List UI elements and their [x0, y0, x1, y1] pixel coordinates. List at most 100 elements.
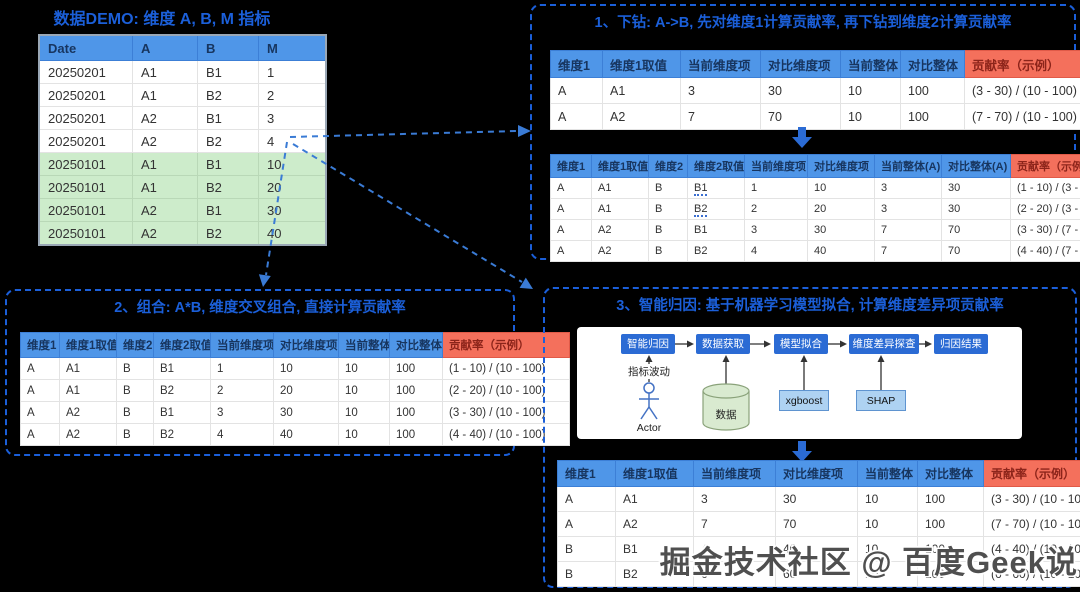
- table-cell: 1: [744, 177, 808, 199]
- table-cell: A: [20, 357, 60, 380]
- table-cell: A: [550, 219, 592, 241]
- actor-icon: [639, 382, 659, 420]
- table-cell: 70: [941, 240, 1011, 262]
- column-header: 维度2取值: [153, 332, 211, 358]
- column-header: 对比整体: [389, 332, 443, 358]
- table-cell: (3 - 30) / (10 - 100): [964, 77, 1080, 104]
- table-cell: B1: [615, 536, 694, 562]
- table-cell: B1: [197, 106, 259, 130]
- table-cell: 100: [900, 77, 965, 104]
- column-header: 当前整体(A): [874, 154, 942, 178]
- column-header: 当前维度项: [693, 460, 776, 487]
- table-cell: 20250201: [38, 106, 133, 130]
- table-cell: A1: [615, 486, 694, 512]
- table-cell: (4 - 40) / (10 - 100): [442, 423, 570, 446]
- table-cell: 100: [389, 379, 443, 402]
- table-cell: 10: [857, 511, 918, 537]
- table-cell: 4: [258, 129, 327, 153]
- table-cell: 70: [941, 219, 1011, 241]
- table-cell: A: [20, 423, 60, 446]
- table-cell: 100: [389, 401, 443, 424]
- table-cell: 10: [338, 401, 390, 424]
- table-cell: 70: [760, 103, 841, 130]
- model-flow-diagram: 智能归因 数据获取 模型拟合 维度差异探查 归因结果 指标波动 Actor 数据…: [577, 327, 1022, 439]
- table-cell: 20250101: [38, 152, 133, 176]
- down-arrow-icon: [791, 441, 813, 463]
- table-cell: 30: [941, 177, 1011, 199]
- table-cell: 2: [210, 379, 274, 402]
- table-cell: 100: [389, 423, 443, 446]
- table-cell: B: [116, 379, 154, 402]
- table-cell: A2: [132, 106, 198, 130]
- table-cell: (4 - 40) / (10 - 100): [983, 536, 1080, 562]
- table-cell: A: [557, 511, 616, 537]
- actor-label: Actor: [624, 422, 674, 434]
- column-header: 当前整体: [840, 50, 901, 78]
- combination-panel-title: 2、组合: A*B, 维度交叉组合, 直接计算贡献率: [114, 300, 406, 316]
- table-cell: 2: [744, 198, 808, 220]
- table-cell: A: [550, 240, 592, 262]
- table-cell: (2 - 20) / (3 - 30): [1010, 198, 1080, 220]
- table-cell: A1: [59, 357, 117, 380]
- column-header: 对比维度项: [273, 332, 339, 358]
- table-cell: A: [20, 401, 60, 424]
- column-header: 当前维度项: [744, 154, 808, 178]
- table-cell: 10: [338, 423, 390, 446]
- table-cell: (7 - 70) / (10 - 100): [983, 511, 1080, 537]
- column-header: 维度1: [550, 50, 603, 78]
- model-panel: 3、智能归因: 基于机器学习模型拟合, 计算维度差异项贡献率: [543, 287, 1080, 588]
- column-header: 当前整体: [857, 460, 918, 487]
- table-cell: 100: [917, 561, 984, 587]
- table-cell: 10: [338, 379, 390, 402]
- column-header: 对比整体: [917, 460, 984, 487]
- table-cell: 100: [900, 103, 965, 130]
- table-cell: A: [550, 177, 592, 199]
- table-cell: A2: [132, 198, 198, 222]
- table-cell: 20250201: [38, 60, 133, 84]
- table-cell: 7: [874, 219, 942, 241]
- table-cell: 4: [693, 536, 776, 562]
- table-cell: A1: [132, 175, 198, 199]
- table-cell: A2: [591, 240, 649, 262]
- table-cell: A1: [59, 379, 117, 402]
- table-cell: 1: [258, 60, 327, 84]
- column-header: 维度1取值: [591, 154, 649, 178]
- column-header: 维度2: [648, 154, 688, 178]
- table-cell: A1: [132, 152, 198, 176]
- table-cell: 10: [338, 357, 390, 380]
- table-cell: A: [550, 77, 603, 104]
- table-cell: A2: [59, 401, 117, 424]
- table-cell: A1: [591, 198, 649, 220]
- table-cell: A1: [132, 60, 198, 84]
- shap-box: SHAP: [856, 390, 906, 411]
- table-cell: 10: [258, 152, 327, 176]
- arrowhead-diagonal-icon: [519, 277, 533, 289]
- column-header: 贡献率（示例）: [983, 460, 1080, 487]
- source-data-title: 数据DEMO: 维度 A, B, M 指标: [53, 11, 271, 28]
- trigger-label: 指标波动: [621, 364, 677, 379]
- table-cell: 10: [857, 486, 918, 512]
- table-cell: (3 - 30) / (10 - 100): [983, 486, 1080, 512]
- table-cell: 20250101: [38, 175, 133, 199]
- table-cell: A: [550, 103, 603, 130]
- table-cell: B: [648, 177, 688, 199]
- table-cell: 20250201: [38, 83, 133, 107]
- table-cell: B2: [197, 175, 259, 199]
- table-cell: 100: [917, 511, 984, 537]
- drilldown-panel-title: 1、下钻: A->B, 先对维度1计算贡献率, 再下钻到维度2计算贡献率: [594, 15, 1012, 31]
